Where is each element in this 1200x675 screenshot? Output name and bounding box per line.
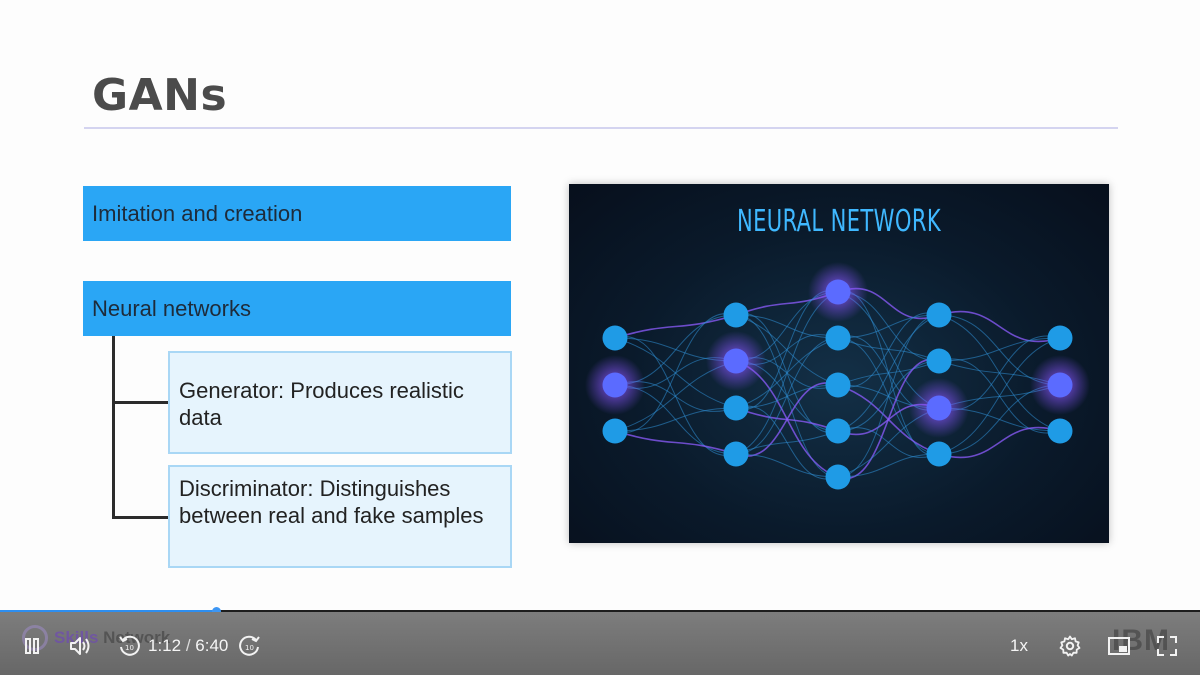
network-connection <box>735 382 839 457</box>
svg-text:10: 10 <box>245 644 254 652</box>
network-connection <box>938 337 1061 455</box>
svg-text:10: 10 <box>125 644 134 652</box>
bullet-imitation: Imitation and creation <box>83 186 511 241</box>
network-connection <box>938 310 1061 343</box>
network-node <box>825 464 851 490</box>
playback-speed-button[interactable]: 1x <box>1010 636 1028 655</box>
rewind-10-icon: 10 <box>119 635 140 656</box>
network-connection <box>735 453 839 478</box>
neural-network-image: NEURAL NETWORK <box>569 184 1109 543</box>
network-node <box>825 418 851 444</box>
duration: 6:40 <box>195 636 229 655</box>
slide: GANs Imitation and creation Neural netwo… <box>83 70 1118 568</box>
network-connection <box>837 453 940 478</box>
picture-in-picture-icon <box>1108 637 1130 655</box>
network-node <box>723 348 749 374</box>
volume-icon <box>70 637 90 655</box>
tree-connector-generator <box>112 401 169 404</box>
network-node <box>825 372 851 398</box>
network-connection <box>614 430 737 455</box>
settings-button[interactable] <box>1058 634 1082 658</box>
network-connection <box>735 430 839 455</box>
network-node <box>825 325 851 351</box>
network-node <box>602 372 628 398</box>
network-node <box>723 302 749 328</box>
network-connection <box>614 407 737 432</box>
fullscreen-icon <box>1157 636 1177 656</box>
neural-network-image-title: NEURAL NETWORK <box>736 204 942 239</box>
network-connection <box>837 312 940 388</box>
neural-network-graphic <box>585 262 1090 490</box>
gear-icon <box>1059 635 1081 657</box>
network-node <box>926 395 952 421</box>
network-node <box>723 395 749 421</box>
bullet-imitation-label: Imitation and creation <box>92 200 303 226</box>
progress-bar[interactable] <box>0 607 1200 616</box>
slide-title: GANs <box>92 70 228 121</box>
current-time: 1:12 <box>148 636 182 655</box>
tree-connector-vertical <box>112 336 115 519</box>
generator-box: Generator: Produces realistic data <box>168 351 512 454</box>
time-display: 1:12 / 6:40 <box>148 636 228 656</box>
tree-connector-discriminator <box>112 516 169 519</box>
network-node <box>926 441 952 467</box>
pause-icon <box>25 638 39 654</box>
network-node <box>602 418 628 444</box>
time-separator: / <box>185 636 191 655</box>
network-node <box>602 325 628 351</box>
title-divider <box>84 127 1118 129</box>
network-node <box>723 441 749 467</box>
network-nodes <box>585 262 1090 490</box>
fullscreen-button[interactable] <box>1154 634 1180 658</box>
network-connection <box>837 314 940 339</box>
volume-button[interactable] <box>66 633 94 659</box>
rewind-10-button[interactable]: 10 <box>116 633 142 659</box>
network-node <box>825 279 851 305</box>
picture-in-picture-button[interactable] <box>1106 634 1132 658</box>
generator-text: Generator: Produces realistic data <box>179 378 464 430</box>
network-node <box>1047 325 1073 351</box>
forward-10-icon: 10 <box>239 635 260 656</box>
network-connection <box>938 426 1061 459</box>
forward-10-button[interactable]: 10 <box>237 633 263 659</box>
network-node <box>1047 372 1073 398</box>
network-connection <box>938 337 1061 362</box>
bullet-neural-networks-label: Neural networks <box>92 295 251 321</box>
network-connection <box>614 314 737 339</box>
pause-button[interactable] <box>20 634 44 658</box>
network-connection <box>837 314 940 432</box>
network-node <box>1047 418 1073 444</box>
network-node <box>926 302 952 328</box>
network-node <box>926 348 952 374</box>
progress-scrubber[interactable] <box>212 607 221 616</box>
video-controls <box>0 612 1200 675</box>
discriminator-box: Discriminator: Distinguishes between rea… <box>168 465 512 568</box>
discriminator-text: Discriminator: Distinguishes between rea… <box>179 476 484 528</box>
bullet-neural-networks: Neural networks <box>83 281 511 336</box>
progress-fill <box>0 610 216 613</box>
